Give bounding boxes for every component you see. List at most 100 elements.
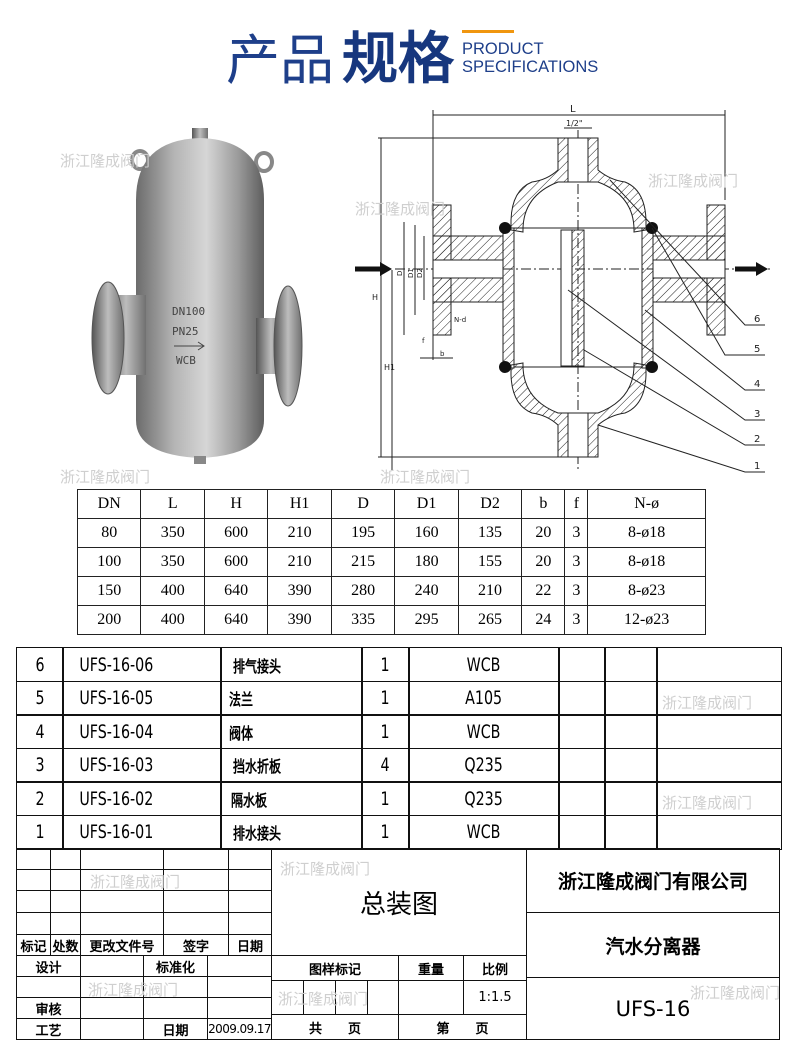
cell-h: 640 xyxy=(203,576,269,606)
page-number: 第 页 xyxy=(398,1014,527,1040)
sample-mark-label: 图样标记 xyxy=(271,955,399,981)
part-empty-cell xyxy=(656,814,782,850)
cell-d1: 160 xyxy=(394,518,459,548)
part-no-text: 1 xyxy=(35,821,45,843)
cell-d: 335 xyxy=(330,605,396,635)
cell-f: 3 xyxy=(564,576,589,606)
cell-h1: 390 xyxy=(267,605,332,635)
header-h: H xyxy=(203,489,269,519)
part-qty: 1 xyxy=(361,680,410,716)
header-l: L xyxy=(140,489,205,519)
part-qty-text: 1 xyxy=(380,720,390,743)
part-material-text: WCB xyxy=(466,821,501,843)
header-n-dia: N-ø xyxy=(587,489,706,519)
part-no-text: 6 xyxy=(35,653,45,676)
part-code: UFS-16-02 xyxy=(62,781,222,816)
cell-f: 3 xyxy=(564,605,589,635)
drawing-title: 总装图 xyxy=(271,848,527,956)
part-name-text: 法兰 xyxy=(229,690,254,709)
dim-f: f xyxy=(422,337,425,345)
part-empty-cell xyxy=(558,814,606,850)
flow-arrow-icon xyxy=(174,341,205,351)
part-name: 排气接头 xyxy=(220,647,363,682)
part-no: 3 xyxy=(16,747,64,783)
part-material-text: WCB xyxy=(466,720,501,743)
cell-h: 640 xyxy=(203,605,269,635)
title-bold: 规格 xyxy=(342,27,454,92)
design-label: 设计 xyxy=(16,955,81,977)
dim-h: H xyxy=(372,293,378,302)
rev-date-label: 日期 xyxy=(228,934,272,956)
dim-b: b xyxy=(440,350,445,358)
part-no: 1 xyxy=(16,814,64,850)
part-no: 5 xyxy=(16,680,64,716)
part-name: 排水接头 xyxy=(220,814,363,850)
part-no-text: 3 xyxy=(35,754,45,776)
cell-d1: 295 xyxy=(394,605,459,635)
cell-n-dia: 12-ø23 xyxy=(587,605,706,635)
part-no-text: 2 xyxy=(35,787,45,810)
weight-label: 重量 xyxy=(398,955,464,981)
dim-d: D xyxy=(396,271,404,276)
dim-d2: D2 xyxy=(416,268,424,278)
marking-material: WCB xyxy=(176,354,196,367)
drain-connector xyxy=(194,456,206,464)
dim-h1: H1 xyxy=(384,363,395,372)
date-value: 2009.09.17 xyxy=(207,1018,272,1040)
part-material-text: Q235 xyxy=(464,754,503,776)
standardize-label: 标准化 xyxy=(143,955,208,977)
cell-d2: 210 xyxy=(457,576,523,606)
cell-d: 280 xyxy=(330,576,396,606)
part-empty-cell xyxy=(558,747,606,783)
total-pages: 共 页 xyxy=(271,1014,399,1040)
part-code-text: UFS-16-05 xyxy=(79,687,154,709)
rev-doc-label: 更改文件号 xyxy=(80,934,164,956)
header-d2: D2 xyxy=(457,489,523,519)
title-light: 产品 xyxy=(226,29,334,92)
part-qty-text: 1 xyxy=(380,653,390,676)
inlet-arrow-icon xyxy=(380,262,392,276)
cell-d2: 135 xyxy=(457,518,523,548)
cell-d1: 180 xyxy=(394,547,459,577)
cell-b: 20 xyxy=(521,518,566,548)
part-empty-cell xyxy=(558,647,606,682)
dim-half-inch: 1/2" xyxy=(566,119,583,128)
outlet-arrow-icon xyxy=(756,262,768,276)
part-material: Q235 xyxy=(408,747,560,783)
part-material: WCB xyxy=(408,647,560,682)
cell-l: 400 xyxy=(140,576,205,606)
part-empty-cell xyxy=(558,781,606,816)
part-qty: 1 xyxy=(361,781,410,816)
cell-d1: 240 xyxy=(394,576,459,606)
company-name: 浙江隆成阀门有限公司 xyxy=(526,848,780,913)
part-qty-text: 1 xyxy=(380,687,390,709)
part-name: 阀体 xyxy=(220,714,363,749)
header-dn: DN xyxy=(76,489,142,519)
part-empty-cell xyxy=(656,747,782,783)
part-no: 2 xyxy=(16,781,64,816)
review-label: 审核 xyxy=(16,997,81,1019)
cell-b: 24 xyxy=(521,605,566,635)
cell-b: 20 xyxy=(521,547,566,577)
model-number: UFS-16 xyxy=(526,977,780,1040)
part-qty: 1 xyxy=(361,814,410,850)
cell-dn: 150 xyxy=(76,576,142,606)
outlet-flange xyxy=(273,285,303,407)
part-no: 4 xyxy=(16,714,64,749)
part-qty-text: 4 xyxy=(380,754,390,776)
part-name-text: 挡水折板 xyxy=(233,757,282,776)
header-f: f xyxy=(564,489,589,519)
subtitle-en: PRODUCT SPECIFICATIONS xyxy=(462,40,598,76)
subtitle-line-2: SPECIFICATIONS xyxy=(462,58,599,76)
lifting-eye-right xyxy=(254,151,274,173)
cell-dn: 80 xyxy=(76,518,142,548)
spec-header-row: DN L H H1 D D1 D2 b f N-ø xyxy=(76,489,706,519)
part-code-text: UFS-16-03 xyxy=(79,754,154,776)
product-photo: DN100 PN25 WCB xyxy=(91,128,303,464)
part-code: UFS-16-04 xyxy=(62,714,222,749)
part-empty-cell xyxy=(604,647,658,682)
callout-5: 5 xyxy=(754,344,760,355)
cell-n-dia: 8-ø23 xyxy=(587,576,706,606)
